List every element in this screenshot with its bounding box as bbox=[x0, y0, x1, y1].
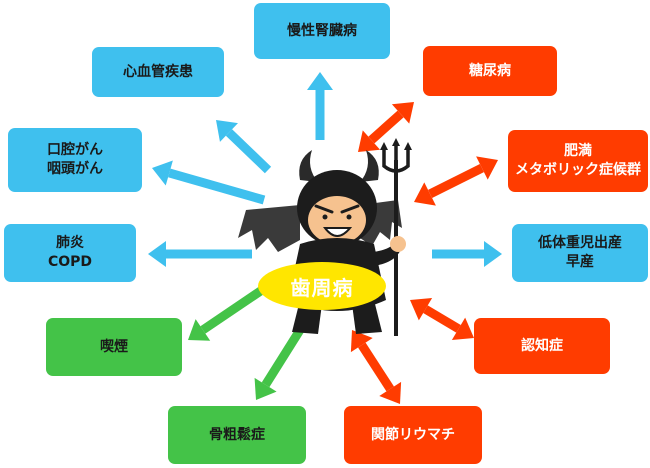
birth-line-2: 早産 bbox=[566, 254, 594, 270]
rheumatism-line-1: 関節リウマチ bbox=[371, 426, 455, 443]
osteoporosis-box: 骨粗鬆症 bbox=[168, 406, 306, 464]
dementia-box: 認知症 bbox=[474, 318, 610, 374]
dementia-line-1: 認知症 bbox=[521, 337, 563, 354]
metabolic-syndrome-box: 肥満メタボリック症候群 bbox=[508, 130, 648, 192]
right-leg bbox=[352, 300, 382, 334]
left-wing bbox=[238, 205, 300, 252]
kidney-line-1: 慢性腎臓病 bbox=[287, 22, 357, 39]
osteo-arrowhead-inner bbox=[254, 377, 277, 400]
heart-arrowhead-outer bbox=[216, 120, 238, 142]
oral-arrowhead-outer bbox=[152, 160, 173, 186]
heart-arrow-shaft bbox=[225, 129, 272, 174]
center-ellipse bbox=[258, 262, 386, 310]
birth-line-1: 低体重児出産 bbox=[538, 235, 622, 251]
trident-tip-center bbox=[392, 138, 400, 146]
birth-arrowhead-outer bbox=[484, 241, 502, 267]
oral-line-1: 口腔がん bbox=[47, 142, 103, 158]
kidney-disease-box: 慢性腎臓病 bbox=[254, 3, 390, 59]
metabolic-line-2: メタボリック症候群 bbox=[515, 162, 641, 178]
dementia-arrowhead-inner bbox=[410, 298, 433, 321]
right-eye bbox=[346, 214, 352, 220]
osteo-arrow-shaft bbox=[261, 327, 304, 388]
heart-disease-box: 心血管疾患 bbox=[92, 47, 224, 97]
oral-arrow-shaft bbox=[168, 168, 266, 205]
right-horn bbox=[360, 150, 379, 182]
devil-mouth bbox=[322, 227, 353, 237]
diabetes-arrowhead-outer bbox=[391, 102, 414, 124]
lung-line-1: 肺炎 bbox=[56, 235, 84, 251]
oral-line-2: 咽頭がん bbox=[47, 161, 103, 177]
smoking-line-1: 喫煙 bbox=[100, 338, 128, 355]
low-birth-weight-box: 低体重児出産早産 bbox=[512, 224, 648, 282]
metabolic-arrowhead-inner bbox=[414, 182, 436, 206]
right-eyebrow bbox=[340, 204, 360, 214]
dementia-arrow-shaft bbox=[423, 305, 461, 333]
metabolic-line-1: 肥満 bbox=[564, 143, 592, 159]
diabetes-line-1: 糖尿病 bbox=[469, 62, 511, 79]
lung-line-2: COPD bbox=[47, 254, 93, 270]
lung-disease-box: 肺炎 COPD bbox=[4, 224, 136, 282]
smoking-box: 喫煙 bbox=[46, 318, 182, 376]
trident-head bbox=[382, 146, 410, 173]
heart-line-1: 心血管疾患 bbox=[123, 63, 193, 80]
rheumatism-box: 関節リウマチ bbox=[344, 406, 482, 464]
osteo-line-1: 骨粗鬆症 bbox=[209, 426, 265, 443]
center-label: 歯周病 bbox=[290, 275, 354, 300]
smoking-arrowhead-inner bbox=[188, 319, 211, 341]
left-eye bbox=[322, 214, 328, 220]
metabolic-arrow-shaft bbox=[428, 164, 484, 198]
rheumatism-arrowhead-outer bbox=[379, 381, 402, 404]
left-horn bbox=[299, 150, 318, 182]
trident-tip-left bbox=[380, 142, 388, 150]
left-eyebrow bbox=[314, 204, 334, 214]
diabetes-arrowhead-inner bbox=[358, 130, 381, 152]
diabetes-box: 糖尿病 bbox=[423, 46, 557, 96]
metabolic-arrowhead-outer bbox=[476, 156, 498, 180]
dementia-arrowhead-outer bbox=[451, 317, 474, 340]
diabetes-arrow-shaft bbox=[368, 110, 404, 144]
devil-hand bbox=[390, 236, 406, 252]
lung-arrowhead-outer bbox=[148, 241, 166, 267]
kidney-arrowhead-outer bbox=[307, 72, 333, 90]
trident-tip-right bbox=[404, 142, 412, 150]
smoking-arrow-shaft bbox=[200, 286, 265, 334]
rheumatism-arrowhead-inner bbox=[350, 330, 373, 353]
oral-cancer-box: 口腔がん咽頭がん bbox=[8, 128, 142, 192]
rheumatism-arrow-shaft bbox=[358, 342, 394, 392]
